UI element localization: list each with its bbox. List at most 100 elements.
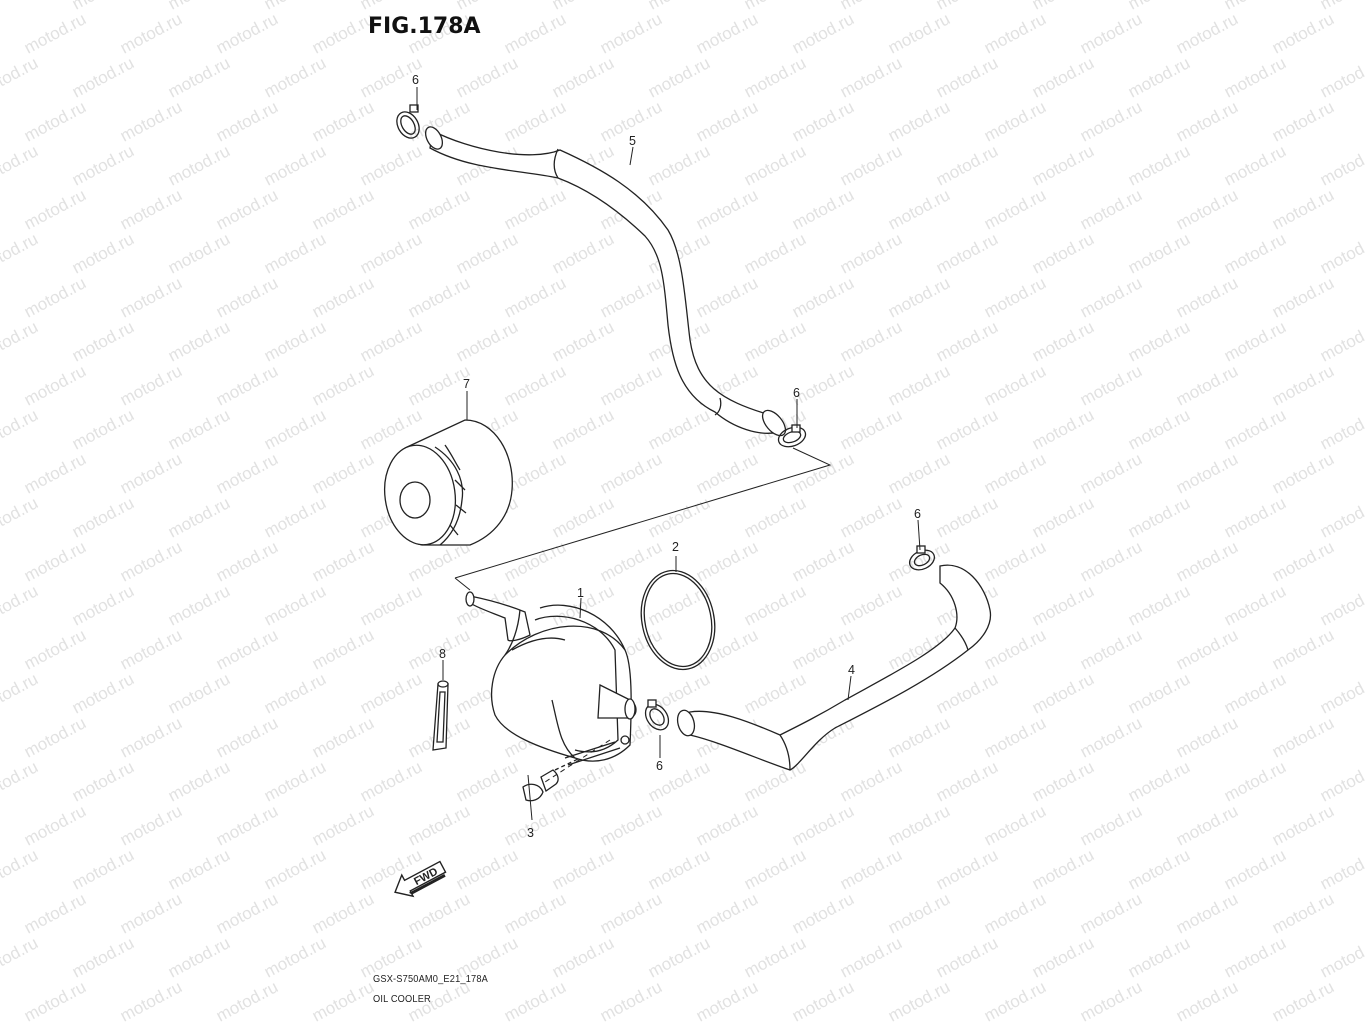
watermark-text: motod.ru <box>165 229 233 277</box>
watermark-text: motod.ru <box>549 53 617 101</box>
watermark-text: motod.ru <box>69 229 137 277</box>
watermark-text: motod.ru <box>0 317 41 365</box>
watermark-text: motod.ru <box>693 449 761 497</box>
watermark-text: motod.ru <box>357 757 425 805</box>
watermark-text: motod.ru <box>309 185 377 233</box>
watermark-text: motod.ru <box>1317 405 1365 453</box>
watermark-text: motod.ru <box>117 273 185 321</box>
watermark-text: motod.ru <box>1221 845 1289 893</box>
watermark-text: motod.ru <box>981 449 1049 497</box>
watermark-text: motod.ru <box>1173 625 1241 673</box>
watermark-text: motod.ru <box>981 97 1049 145</box>
watermark-text: motod.ru <box>981 801 1049 849</box>
watermark-text: motod.ru <box>309 273 377 321</box>
watermark-text: motod.ru <box>261 317 329 365</box>
watermark-text: motod.ru <box>261 493 329 541</box>
watermark-text: motod.ru <box>453 53 521 101</box>
watermark-text: motod.ru <box>501 185 569 233</box>
watermark-text: motod.ru <box>213 97 281 145</box>
watermark-text: motod.ru <box>261 581 329 629</box>
watermark-text: motod.ru <box>405 801 473 849</box>
watermark-text: motod.ru <box>309 449 377 497</box>
watermark-text: motod.ru <box>789 273 857 321</box>
watermark-text: motod.ru <box>741 933 809 981</box>
watermark-text: motod.ru <box>501 889 569 937</box>
watermark-text: motod.ru <box>165 53 233 101</box>
watermark-text: motod.ru <box>885 97 953 145</box>
watermark-text: motod.ru <box>837 933 905 981</box>
watermark-text: motod.ru <box>501 273 569 321</box>
watermark-text: motod.ru <box>0 229 41 277</box>
watermark-text: motod.ru <box>885 9 953 57</box>
watermark-text: motod.ru <box>501 97 569 145</box>
watermark-text: motod.ru <box>117 889 185 937</box>
watermark-text: motod.ru <box>0 757 41 805</box>
watermark-text: motod.ru <box>213 449 281 497</box>
watermark-text: motod.ru <box>549 933 617 981</box>
watermark-text: motod.ru <box>501 801 569 849</box>
watermark-text: motod.ru <box>1029 141 1097 189</box>
watermark-text: motod.ru <box>309 537 377 585</box>
watermark-text: motod.ru <box>21 625 89 673</box>
watermark-text: motod.ru <box>1125 845 1193 893</box>
watermark-text: motod.ru <box>1029 229 1097 277</box>
watermark-text: motod.ru <box>885 185 953 233</box>
watermark-text: motod.ru <box>1317 581 1365 629</box>
watermark-text: motod.ru <box>453 845 521 893</box>
watermark-text: motod.ru <box>1269 97 1337 145</box>
watermark-text: motod.ru <box>645 141 713 189</box>
watermark-text: motod.ru <box>597 977 665 1024</box>
watermark-text: motod.ru <box>213 361 281 409</box>
watermark-text: motod.ru <box>117 185 185 233</box>
watermark-text: motod.ru <box>1221 405 1289 453</box>
watermark-text: motod.ru <box>933 229 1001 277</box>
watermark-text: motod.ru <box>1029 669 1097 717</box>
callout-2: 2 <box>672 540 679 554</box>
watermark-text: motod.ru <box>21 889 89 937</box>
part-6-clamp-lower <box>644 699 670 731</box>
watermark-text: motod.ru <box>1269 449 1337 497</box>
watermark-text: motod.ru <box>0 53 41 101</box>
callout-7: 7 <box>463 377 470 391</box>
watermark-text: motod.ru <box>21 449 89 497</box>
watermark-text: motod.ru <box>885 977 953 1024</box>
watermark-text: motod.ru <box>1077 185 1145 233</box>
watermark-text: motod.ru <box>0 141 41 189</box>
watermark-text: motod.ru <box>117 977 185 1024</box>
figure-title: FIG.178A <box>368 14 481 39</box>
watermark-text: motod.ru <box>1173 185 1241 233</box>
watermark-text: motod.ru <box>1317 53 1365 101</box>
watermark-text: motod.ru <box>741 141 809 189</box>
watermark-text: motod.ru <box>1173 537 1241 585</box>
callout-labels: 6 5 6 6 2 1 7 8 4 6 3 <box>412 73 921 840</box>
watermark-text: motod.ru <box>789 9 857 57</box>
watermark-text: motod.ru <box>933 669 1001 717</box>
watermark-text: motod.ru <box>1029 581 1097 629</box>
watermark-text: motod.ru <box>1029 317 1097 365</box>
part-6-clamp-upper-right <box>777 424 807 448</box>
watermark-text: motod.ru <box>645 405 713 453</box>
watermark-text: motod.ru <box>1221 669 1289 717</box>
watermark-text: motod.ru <box>21 9 89 57</box>
watermark-text: motod.ru <box>261 53 329 101</box>
watermark-text: motod.ru <box>165 757 233 805</box>
watermark-text: motod.ru <box>405 185 473 233</box>
watermark-text: motod.ru <box>549 405 617 453</box>
watermark-text: motod.ru <box>165 845 233 893</box>
watermark-text: motod.ru <box>885 889 953 937</box>
callout-1: 1 <box>577 586 584 600</box>
part-3-bolt <box>522 757 581 802</box>
watermark-text: motod.ru <box>117 625 185 673</box>
watermark-text: motod.ru <box>0 845 41 893</box>
watermark-text: motod.ru <box>693 97 761 145</box>
watermark-text: motod.ru <box>69 493 137 541</box>
watermark-text: motod.ru <box>1173 273 1241 321</box>
watermark-text: motod.ru <box>789 449 857 497</box>
watermark-text: motod.ru <box>1029 53 1097 101</box>
watermark-text: motod.ru <box>933 141 1001 189</box>
watermark-text: motod.ru <box>1125 141 1193 189</box>
watermark-text: motod.ru <box>501 977 569 1024</box>
watermark-text: motod.ru <box>309 625 377 673</box>
